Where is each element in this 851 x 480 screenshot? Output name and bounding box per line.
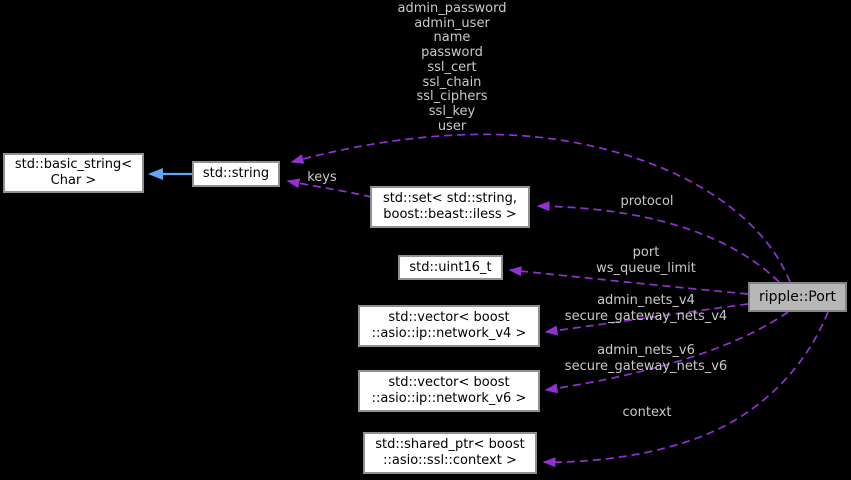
edge-usage-port-vector-v6 [544, 311, 789, 394]
node-std-uint16-t[interactable]: std::uint16_t [398, 255, 503, 280]
edge-label-context: context [622, 405, 672, 420]
node-std-string[interactable]: std::string [192, 161, 280, 187]
edge-label-keys: keys [307, 170, 337, 185]
edge-usage-set-string-keys [286, 178, 373, 198]
node-ripple-port[interactable]: ripple::Port [748, 282, 847, 312]
edge-label-protocol: protocol [620, 194, 674, 209]
edge-usage-port-set-protocol [536, 201, 780, 283]
node-std-vector-network-v4[interactable]: std::vector< boost ::asio::ip::network_v… [358, 305, 540, 347]
edge-usage-port-uint16 [508, 266, 749, 295]
edge-label-v6-members: admin_nets_v6 secure_gateway_nets_v6 [564, 343, 728, 374]
edge-label-string-members: admin_password admin_user name password … [397, 1, 507, 134]
edge-usage-port-vector-v4 [544, 303, 749, 336]
node-std-shared-ptr-ssl-context[interactable]: std::shared_ptr< boost ::asio::ssl::cont… [363, 432, 537, 474]
edge-label-port-members: port ws_queue_limit [596, 245, 696, 276]
node-std-vector-network-v6[interactable]: std::vector< boost ::asio::ip::network_v… [358, 370, 540, 412]
node-std-set[interactable]: std::set< std::string, boost::beast::ile… [370, 186, 530, 228]
node-std-basic-string[interactable]: std::basic_string< Char > [3, 153, 144, 193]
edge-usage-port-string [290, 133, 791, 283]
edge-label-v4-members: admin_nets_v4 secure_gateway_nets_v4 [564, 293, 728, 324]
edge-usage-port-context [542, 311, 829, 468]
